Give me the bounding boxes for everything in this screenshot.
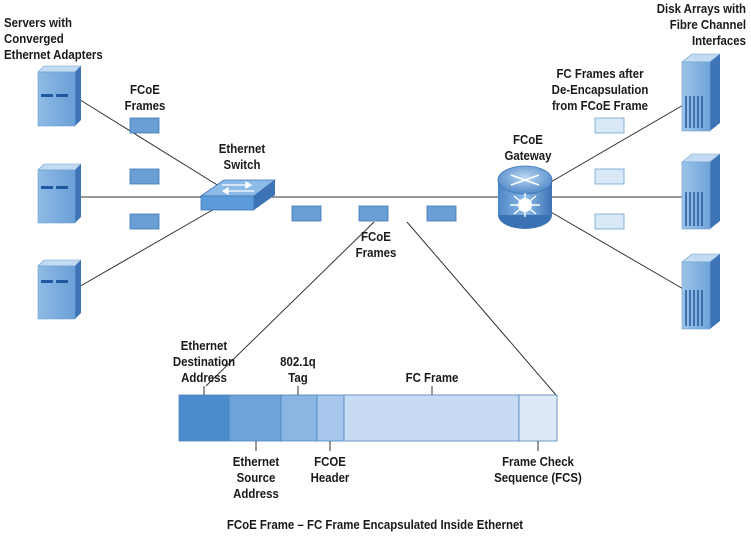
fcs-label: Frame Check Sequence (FCS) (494, 454, 582, 485)
server-icon (37, 259, 82, 320)
ethernet-destination-label: Ethernet Destination Address (172, 338, 236, 385)
fc-frame-label: FC Frame (405, 370, 459, 385)
zoom-line-left (205, 221, 375, 387)
callout-lines (203, 386, 539, 451)
tag-8021q-label: 802.1q Tag (280, 354, 316, 385)
disk-array-icon (681, 253, 721, 330)
frame-packet-icon (594, 117, 625, 134)
frame-packet-icon (129, 117, 160, 134)
router-gateway-icon (497, 165, 553, 229)
ethernet-switch-icon (199, 179, 277, 211)
segment-fc-frame (343, 394, 520, 442)
frame-packet-icon (426, 205, 457, 222)
segment-fcs (518, 394, 558, 442)
ethernet-source-label: Ethernet Source Address (232, 454, 280, 501)
fcoe-frame-structure (178, 394, 558, 442)
frame-packet-icon (358, 205, 389, 222)
segment-fcoe-header (316, 394, 345, 442)
segment-ethernet-source (228, 394, 282, 442)
disk-array-icon (681, 53, 721, 132)
fc-frames-after-label: FC Frames after De-Encapsulation from FC… (551, 66, 649, 113)
segment-ethernet-destination (178, 394, 230, 442)
link-server1-switch (76, 97, 236, 197)
servers-label: Servers with Converged Ethernet Adapters (4, 15, 103, 62)
frame-packet-icon (291, 205, 322, 222)
link-server3-switch (76, 196, 236, 289)
frame-packet-icon (594, 213, 625, 230)
frame-packet-icon (129, 213, 160, 230)
fcoe-frames-left-label: FCoE Frames (124, 82, 166, 113)
frame-packet-icon (129, 168, 160, 185)
disk-array-icon (681, 153, 721, 230)
segment-8021q-tag (280, 394, 318, 442)
fcoe-header-label: FCOE Header (310, 454, 350, 485)
zoom-line-right (406, 221, 557, 396)
fcoe-gateway-label: FCoE Gateway (504, 132, 552, 163)
diagram-caption: FCoE Frame – FC Frame Encapsulated Insid… (226, 517, 524, 532)
fcoe-frames-center-label: FCoE Frames (355, 229, 397, 260)
server-icon (37, 163, 82, 224)
frame-packet-icon (594, 168, 625, 185)
ethernet-switch-label: Ethernet Switch (218, 141, 266, 172)
server-icon (37, 65, 82, 127)
disk-arrays-label: Disk Arrays with Fibre Channel Interface… (656, 1, 746, 48)
